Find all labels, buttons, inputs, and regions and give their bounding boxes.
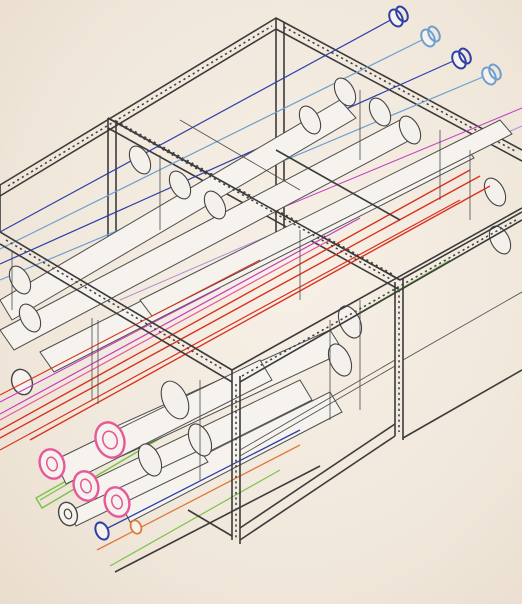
upper-cross-beam [275,149,401,221]
pipe-cap-blue-1 [388,5,409,28]
pipe-cap-blue-bottom [94,521,110,541]
pipe-supports [159,90,471,480]
flange [398,115,422,145]
front-top-beam-right [231,207,522,371]
flange [327,343,353,377]
flange [137,443,163,477]
bottom-front-beam [239,435,396,541]
pipe-red-4 [0,199,461,451]
pipe-cap-lightblue-2 [420,25,441,48]
pipe-large-white-upper-1 [0,99,357,321]
pipe-cap-orange-bottom [129,519,143,535]
front-top-beam-right-holes [241,219,517,377]
pipe-lightblue-top-2 [0,35,431,250]
flange [368,97,392,127]
flange [203,190,227,220]
pipe-blue-bottom [99,429,301,533]
flange [18,303,42,333]
bottom-front-beam-inner [239,423,396,529]
mid-transverse-beam [107,117,401,281]
pipe-bundle [0,5,522,573]
pipe-blue-top-1 [0,15,399,233]
front-top-beam-left-holes [5,239,225,371]
flange [128,145,152,175]
upper-large-pipes [0,77,513,373]
flange [333,77,357,107]
pipe-large-white-upper-4 [139,119,513,317]
back-mid-beam-holes [115,120,395,276]
mid-transverse-holes [119,124,393,281]
flange [298,105,322,135]
back-right-beam-holes [283,26,516,152]
flange [483,177,507,207]
pipe-green-bottom [109,469,281,567]
pipe-magenta-left [0,287,221,403]
bottom-left-beam [187,509,233,537]
right-end-beam [399,211,522,281]
bottom-right-beam [402,369,522,439]
pipe-blue-top-3 [0,57,461,265]
flange [337,305,363,339]
pipe-red-left [0,259,261,396]
flange [160,380,190,420]
pipe-end-pink-4 [103,486,131,518]
pipe-orange-bottom [96,444,301,551]
flange [168,170,192,200]
pipe-end-pink-1 [94,421,126,459]
upper-cross-beam-2 [179,119,301,191]
pipe-cap-blue-3 [451,47,472,70]
bottom-small-pipes [0,259,321,573]
front-mid-rail-2 [239,365,396,457]
pipe-dark-bottom [114,465,321,573]
front-top-beam-left [0,231,233,371]
pipe-red-3 [29,185,491,441]
pipe-cap-lightblue-4 [481,63,502,86]
pipe-end-gray [57,501,79,527]
pipe-end-white-left [10,368,34,396]
pipe-end-pink-2 [38,448,66,480]
lower-large-pipes [10,305,363,527]
right-mid-rail [402,291,522,361]
pipe-end-pink-3 [72,470,100,502]
front-top-beam-left-inner [0,243,233,383]
rack-frame-front [0,117,522,544]
pipe-red-1 [0,169,471,431]
front-mid-rail [239,359,396,451]
flange [488,225,512,255]
front-top-beam-right-inner [239,219,522,383]
